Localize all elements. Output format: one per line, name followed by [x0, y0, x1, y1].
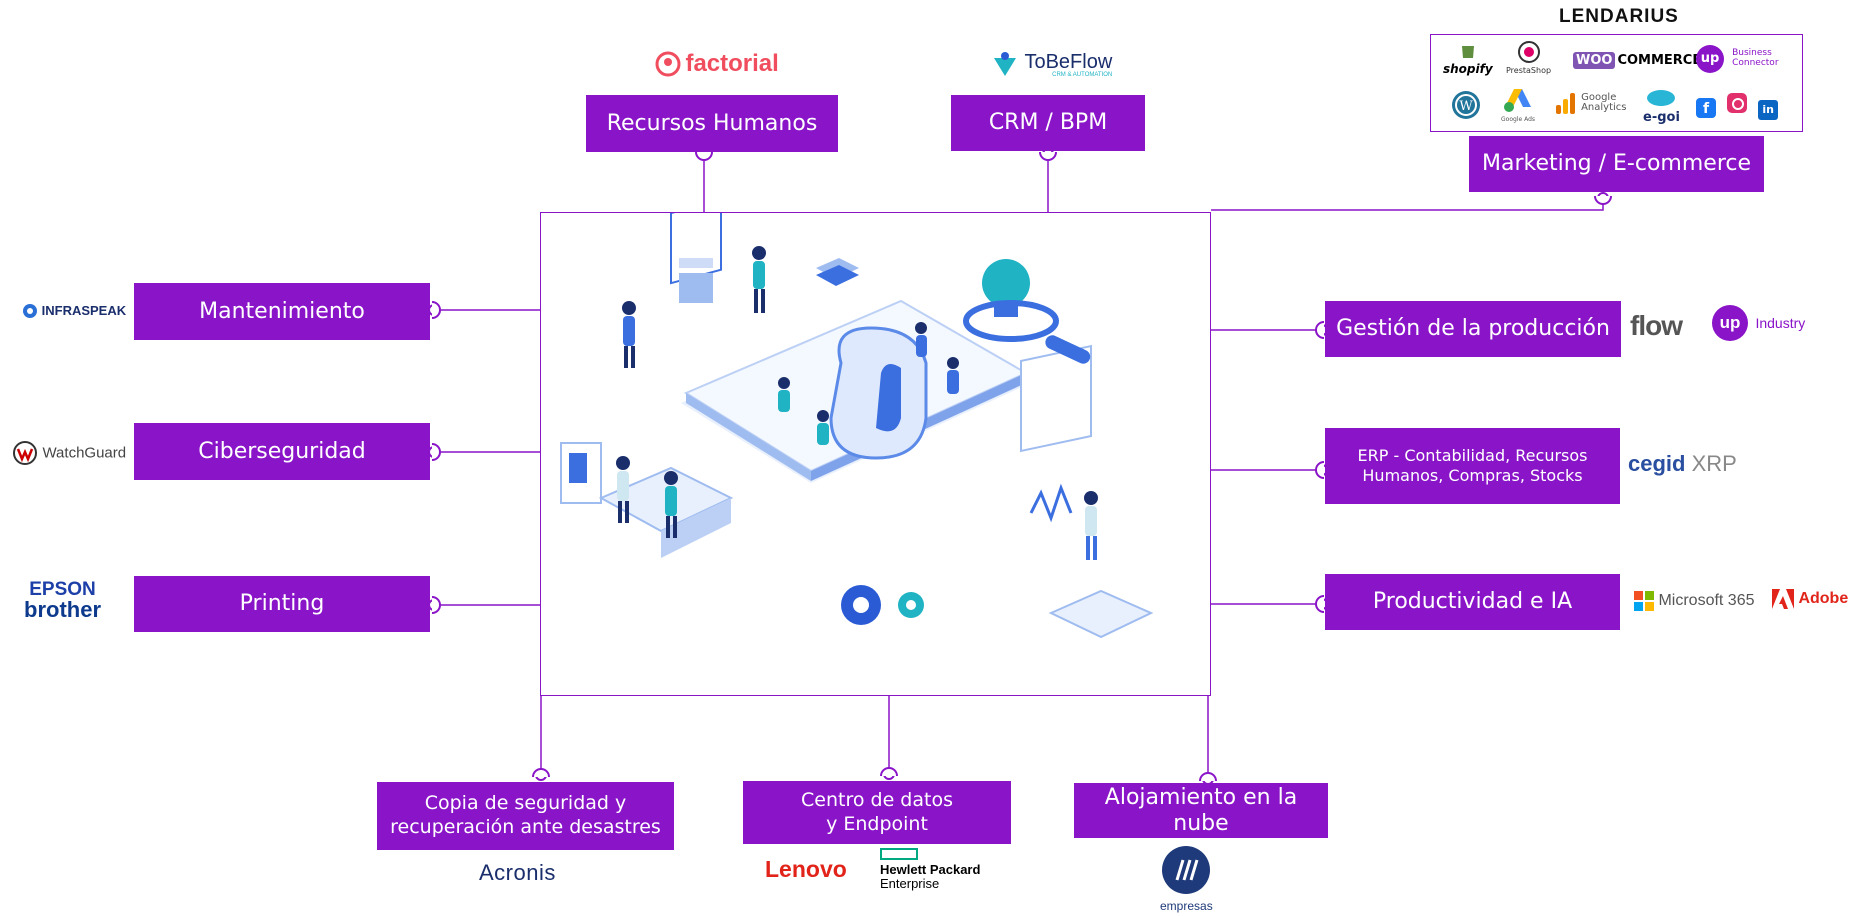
category-mantenimiento: Mantenimiento [134, 283, 430, 340]
lenovo-logo: Lenovo [765, 856, 847, 882]
category-crm-bpm: CRM / BPM [951, 95, 1145, 151]
tobeflow-icon [994, 52, 1016, 76]
up-business-connector-logo: up Business Connector [1696, 45, 1779, 73]
watchguard-icon [13, 441, 37, 465]
lendarius-logo: LENDARIUS [1559, 6, 1679, 27]
instagram-icon [1727, 93, 1748, 113]
wordpress-icon: W [1452, 91, 1480, 119]
adobe-icon [1772, 589, 1794, 609]
flow-logo: flow [1630, 310, 1683, 341]
hpe-rectangle-icon [880, 848, 918, 860]
prestashop-icon [1517, 41, 1540, 63]
prestashop-logo: PrestaShop [1506, 41, 1551, 75]
category-recursos-humanos: Recursos Humanos [586, 95, 838, 152]
infraspeak-icon [23, 303, 37, 318]
acronis-logo: Acronis [479, 860, 556, 885]
microsoft-icon [1634, 591, 1654, 611]
shopify-bag-icon [1461, 46, 1474, 58]
google-ads-logo: Google Ads [1501, 87, 1535, 123]
tobeflow-logo: ToBeFlow CRM & AUTOMATION [990, 50, 1112, 80]
up-industry-icon: up [1712, 305, 1748, 341]
category-erp: ERP - Contabilidad, Recursos Humanos, Co… [1325, 428, 1620, 504]
shopify-logo: shopify [1443, 41, 1493, 75]
svg-text:W: W [1459, 99, 1473, 114]
up-icon: up [1696, 45, 1724, 73]
linkedin-icon: in [1758, 100, 1779, 120]
category-marketing-ecommerce: Marketing / E-commerce [1469, 136, 1764, 192]
empresas-icon [1162, 846, 1211, 894]
category-printing: Printing [134, 576, 430, 632]
factorial-logo: factorial [655, 50, 779, 78]
adobe-logo: Adobe [1772, 589, 1848, 609]
epson-brother-logos: EPSON brother [24, 579, 101, 622]
category-productividad-ia: Productividad e IA [1325, 574, 1620, 630]
google-analytics-logo: Google Analytics [1554, 91, 1627, 115]
central-hub [540, 198, 1211, 696]
category-ciberseguridad: Ciberseguridad [134, 423, 430, 480]
wordpress-logo: W [1451, 90, 1481, 124]
factorial-icon [655, 51, 681, 77]
platform-illustration [560, 198, 1154, 639]
category-gestion-produccion: Gestión de la producción [1325, 301, 1621, 357]
hpe-logo: Hewlett Packard Enterprise [880, 848, 980, 890]
google-analytics-icon [1556, 93, 1575, 114]
empresas-logo: empresas [1160, 845, 1213, 912]
infraspeak-logo: INFRASPEAK [22, 302, 126, 319]
category-copia-seguridad: Copia de seguridad y recuperación ante d… [377, 782, 674, 850]
egoi-logo: e-goi [1643, 87, 1680, 124]
category-centro-datos: Centro de datos y Endpoint [743, 781, 1011, 844]
up-industry-logo: up Industry [1712, 305, 1805, 341]
category-alojamiento-nube: Alojamiento en la nube [1074, 783, 1328, 838]
cegid-xrp-logo: cegid XRP [1628, 451, 1737, 476]
microsoft365-logo: Microsoft 365 [1634, 591, 1755, 611]
social-logos: f in [1696, 93, 1779, 120]
watchguard-logo: WatchGuard [12, 440, 126, 466]
google-ads-icon [1504, 89, 1531, 112]
egoi-cloud-icon [1647, 90, 1676, 106]
facebook-icon: f [1696, 98, 1716, 118]
